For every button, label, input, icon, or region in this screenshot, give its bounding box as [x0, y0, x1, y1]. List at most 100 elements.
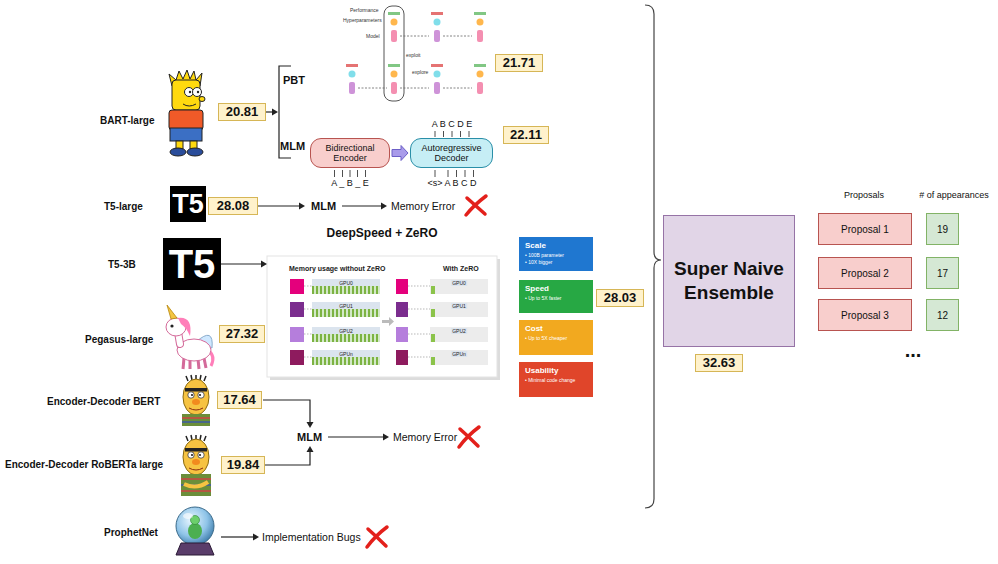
flow-arrow — [221, 263, 261, 264]
pbt-figure — [358, 36, 472, 88]
score-box: 27.32 — [219, 325, 265, 343]
count-box: 19 — [926, 213, 959, 245]
node-detail: • Up to 5X faster — [525, 295, 562, 302]
token-arrows — [469, 131, 470, 137]
method-label: MLM — [297, 431, 322, 443]
token-sequence: <s> A B C D — [427, 178, 476, 188]
flow-line — [383, 434, 389, 441]
bert-icon — [181, 478, 211, 480]
token-arrows — [334, 170, 335, 177]
pbt-figure — [434, 30, 440, 42]
unicorn-icon — [178, 318, 191, 336]
method-label: PBT — [283, 74, 305, 86]
bart-icon — [187, 148, 203, 156]
bert-icon — [189, 408, 203, 410]
bert-icon — [198, 452, 204, 458]
pbt-figure — [384, 6, 404, 101]
pbt-figure — [477, 82, 483, 94]
pbt-figure — [391, 19, 398, 26]
count-box: 17 — [926, 257, 959, 289]
model-name: Encoder-Decoder BERT — [47, 396, 160, 407]
proposal-box: Proposal 2 — [818, 257, 912, 289]
model-name: T5-large — [104, 201, 143, 212]
pbt-figure — [391, 30, 397, 42]
bert-icon — [182, 421, 210, 423]
pbt-figure — [349, 82, 355, 94]
zero-memory-figure — [304, 309, 312, 310]
bart-icon — [169, 70, 205, 156]
fail-cross — [459, 427, 479, 447]
flow-line — [221, 536, 253, 537]
score-box: 17.64 — [217, 391, 262, 409]
token-arrows — [465, 170, 466, 177]
bert-icon — [182, 375, 210, 426]
flow-arrow — [261, 261, 267, 268]
node-detail: • 10X bigger — [525, 259, 552, 266]
zero-memory-figure — [430, 302, 488, 317]
method-label: MLM — [280, 140, 305, 152]
zero-memory-figure — [431, 309, 435, 317]
token-arrows — [342, 170, 343, 177]
node-text: T5 — [169, 244, 216, 284]
token-arrows — [460, 131, 461, 137]
token-arrows — [350, 170, 351, 177]
axis-label: Performance — [350, 7, 379, 13]
node-text: 28.03 — [604, 290, 637, 306]
proposal-box: Proposal 3 — [818, 299, 912, 331]
zero-memory-figure — [396, 350, 408, 365]
bart-icon — [170, 128, 202, 141]
zero-memory-figure — [290, 350, 304, 365]
proposal-box: Proposal 1 — [818, 213, 912, 245]
pbt-figure — [400, 36, 429, 37]
token-arrows — [435, 170, 436, 177]
token-sequence: A _ B _ E — [331, 178, 369, 188]
zero-memory-figure — [408, 357, 430, 358]
node-text: 22.11 — [510, 127, 542, 143]
model-name: ProphetNet — [104, 527, 158, 538]
pbt-figure — [391, 82, 397, 94]
bert-icon — [181, 490, 211, 492]
pbt-figure — [388, 12, 400, 15]
bert-icon — [185, 448, 207, 452]
zero-memory-figure — [304, 334, 312, 335]
gpu-label: GPU1 — [451, 303, 467, 309]
pbt-figure — [477, 19, 484, 26]
zero-memory-figure — [396, 327, 408, 342]
token-arrows — [448, 170, 449, 177]
axis-label: Model — [366, 33, 380, 39]
pbt-figure — [358, 88, 387, 89]
zero-memory-figure — [312, 279, 380, 294]
bart-icon — [199, 97, 205, 102]
node-text: 19.84 — [227, 457, 260, 473]
zero-memory-figure — [312, 286, 380, 294]
pbt-figure — [388, 64, 400, 67]
error-note: Memory Error — [391, 200, 455, 212]
step-label: explore — [412, 69, 428, 75]
zero-memory-figure — [382, 317, 394, 326]
bracket — [272, 109, 278, 116]
bart-icon — [170, 148, 186, 156]
zero-memory-figure — [267, 256, 497, 377]
zero-memory-figure — [290, 279, 304, 294]
flow-line — [263, 400, 310, 422]
pbt-figure — [443, 36, 472, 37]
fail-cross — [466, 196, 486, 215]
bert-icon — [192, 399, 200, 405]
zero-memory-figure — [408, 334, 430, 335]
feature-card: Scale• 100B parameter• 10X bigger — [519, 237, 593, 271]
crystal-ball-icon — [176, 543, 214, 555]
node-text: Super Naive Ensemble — [670, 257, 788, 305]
zero-memory-figure — [267, 256, 500, 380]
unicorn-icon — [170, 324, 173, 327]
pbt-figure — [443, 88, 472, 89]
bert-icon — [188, 392, 194, 398]
bert-icon — [181, 435, 211, 496]
gpu-label: GPU2 — [451, 328, 467, 334]
bart-icon — [169, 110, 203, 130]
crystal-ball-icon — [183, 513, 193, 519]
flow-line — [253, 534, 259, 541]
pbt-figure — [477, 71, 484, 78]
bert-icon — [184, 482, 208, 487]
column-heading: # of appearances — [919, 190, 989, 200]
